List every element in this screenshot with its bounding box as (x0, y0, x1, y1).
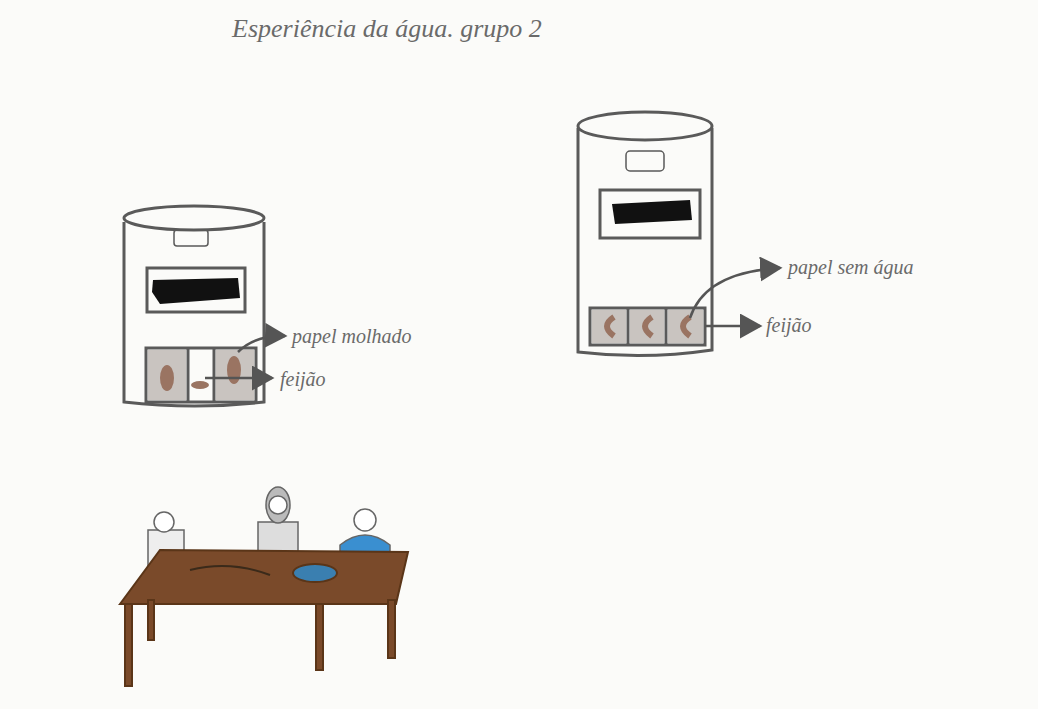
callout-label: papel sem água (788, 256, 914, 279)
beans (148, 350, 254, 400)
jar-right (578, 112, 712, 356)
title: Esperiência da água. grupo 2 (232, 14, 542, 44)
jar-left (124, 206, 264, 406)
callout-label: feijão (766, 314, 812, 337)
beans (592, 310, 703, 343)
scribble (152, 278, 240, 304)
callout-label: papel molhado (292, 325, 411, 348)
callout-label: feijão (280, 368, 326, 391)
leader-arrows (205, 268, 780, 378)
scribble (612, 200, 692, 224)
table (120, 550, 408, 686)
